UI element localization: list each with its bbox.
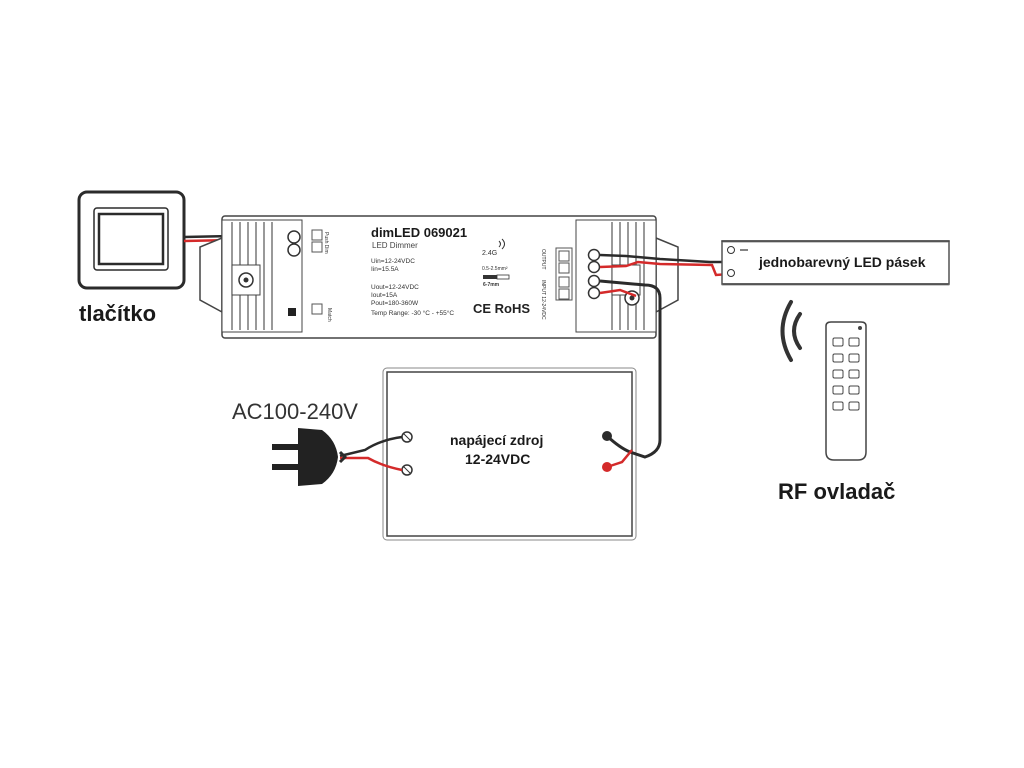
rf-wave-1 [792,312,802,350]
wall-switch-icon [77,190,186,290]
dimmer-temp: Temp Range: -30 °C - +55°C [371,310,455,317]
rf-signal-small-icon [498,238,505,250]
power-supply-label-1: napájecí zdroj [450,432,544,448]
dimmer-uout: Uout=12-24VDC [371,284,419,291]
ce-mark-icon: CE RoHS [473,301,531,316]
input-wires [599,279,662,469]
output-wires [599,253,731,277]
dimmer-strip-length: 6-7mm [483,282,500,288]
dimmer-input-label: INPUT 12-24VDC [540,280,546,320]
dimmer-rf-band: 2.4G [482,250,498,257]
dimmer-iin: Iin=15.5A [371,266,399,273]
led-strip-label: jednobarevný LED pásek [759,254,926,270]
ac-input-label: AC100-240V [232,399,358,424]
dimmer-wire-spec: 0.5-2.5mm² [482,266,508,272]
dimmer-subtitle: LED Dimmer [372,241,418,250]
dimmer-uin: Uin=12-24VDC [371,258,415,265]
dimmer-title: dimLED 069021 [371,225,468,240]
rf-wave-2 [780,300,793,362]
ac-plug-icon [272,428,403,486]
dimmer-match-label: Match [326,308,332,322]
match-button-icon [288,308,296,316]
dimmer-iout: Iout=15A [371,292,398,299]
power-supply-label-2: 12-24VDC [465,451,531,467]
dimmer-device [199,215,679,339]
dimmer-output-label: OUTPUT [540,249,546,270]
led-strip [721,240,950,286]
rf-remote-label: RF ovladač [778,479,896,504]
dimmer-pout: Pout=180-360W [371,300,419,307]
button-label: tlačítko [79,301,157,326]
dimmer-push-label: Push Dim [323,232,329,254]
remote-control-icon [780,300,867,461]
